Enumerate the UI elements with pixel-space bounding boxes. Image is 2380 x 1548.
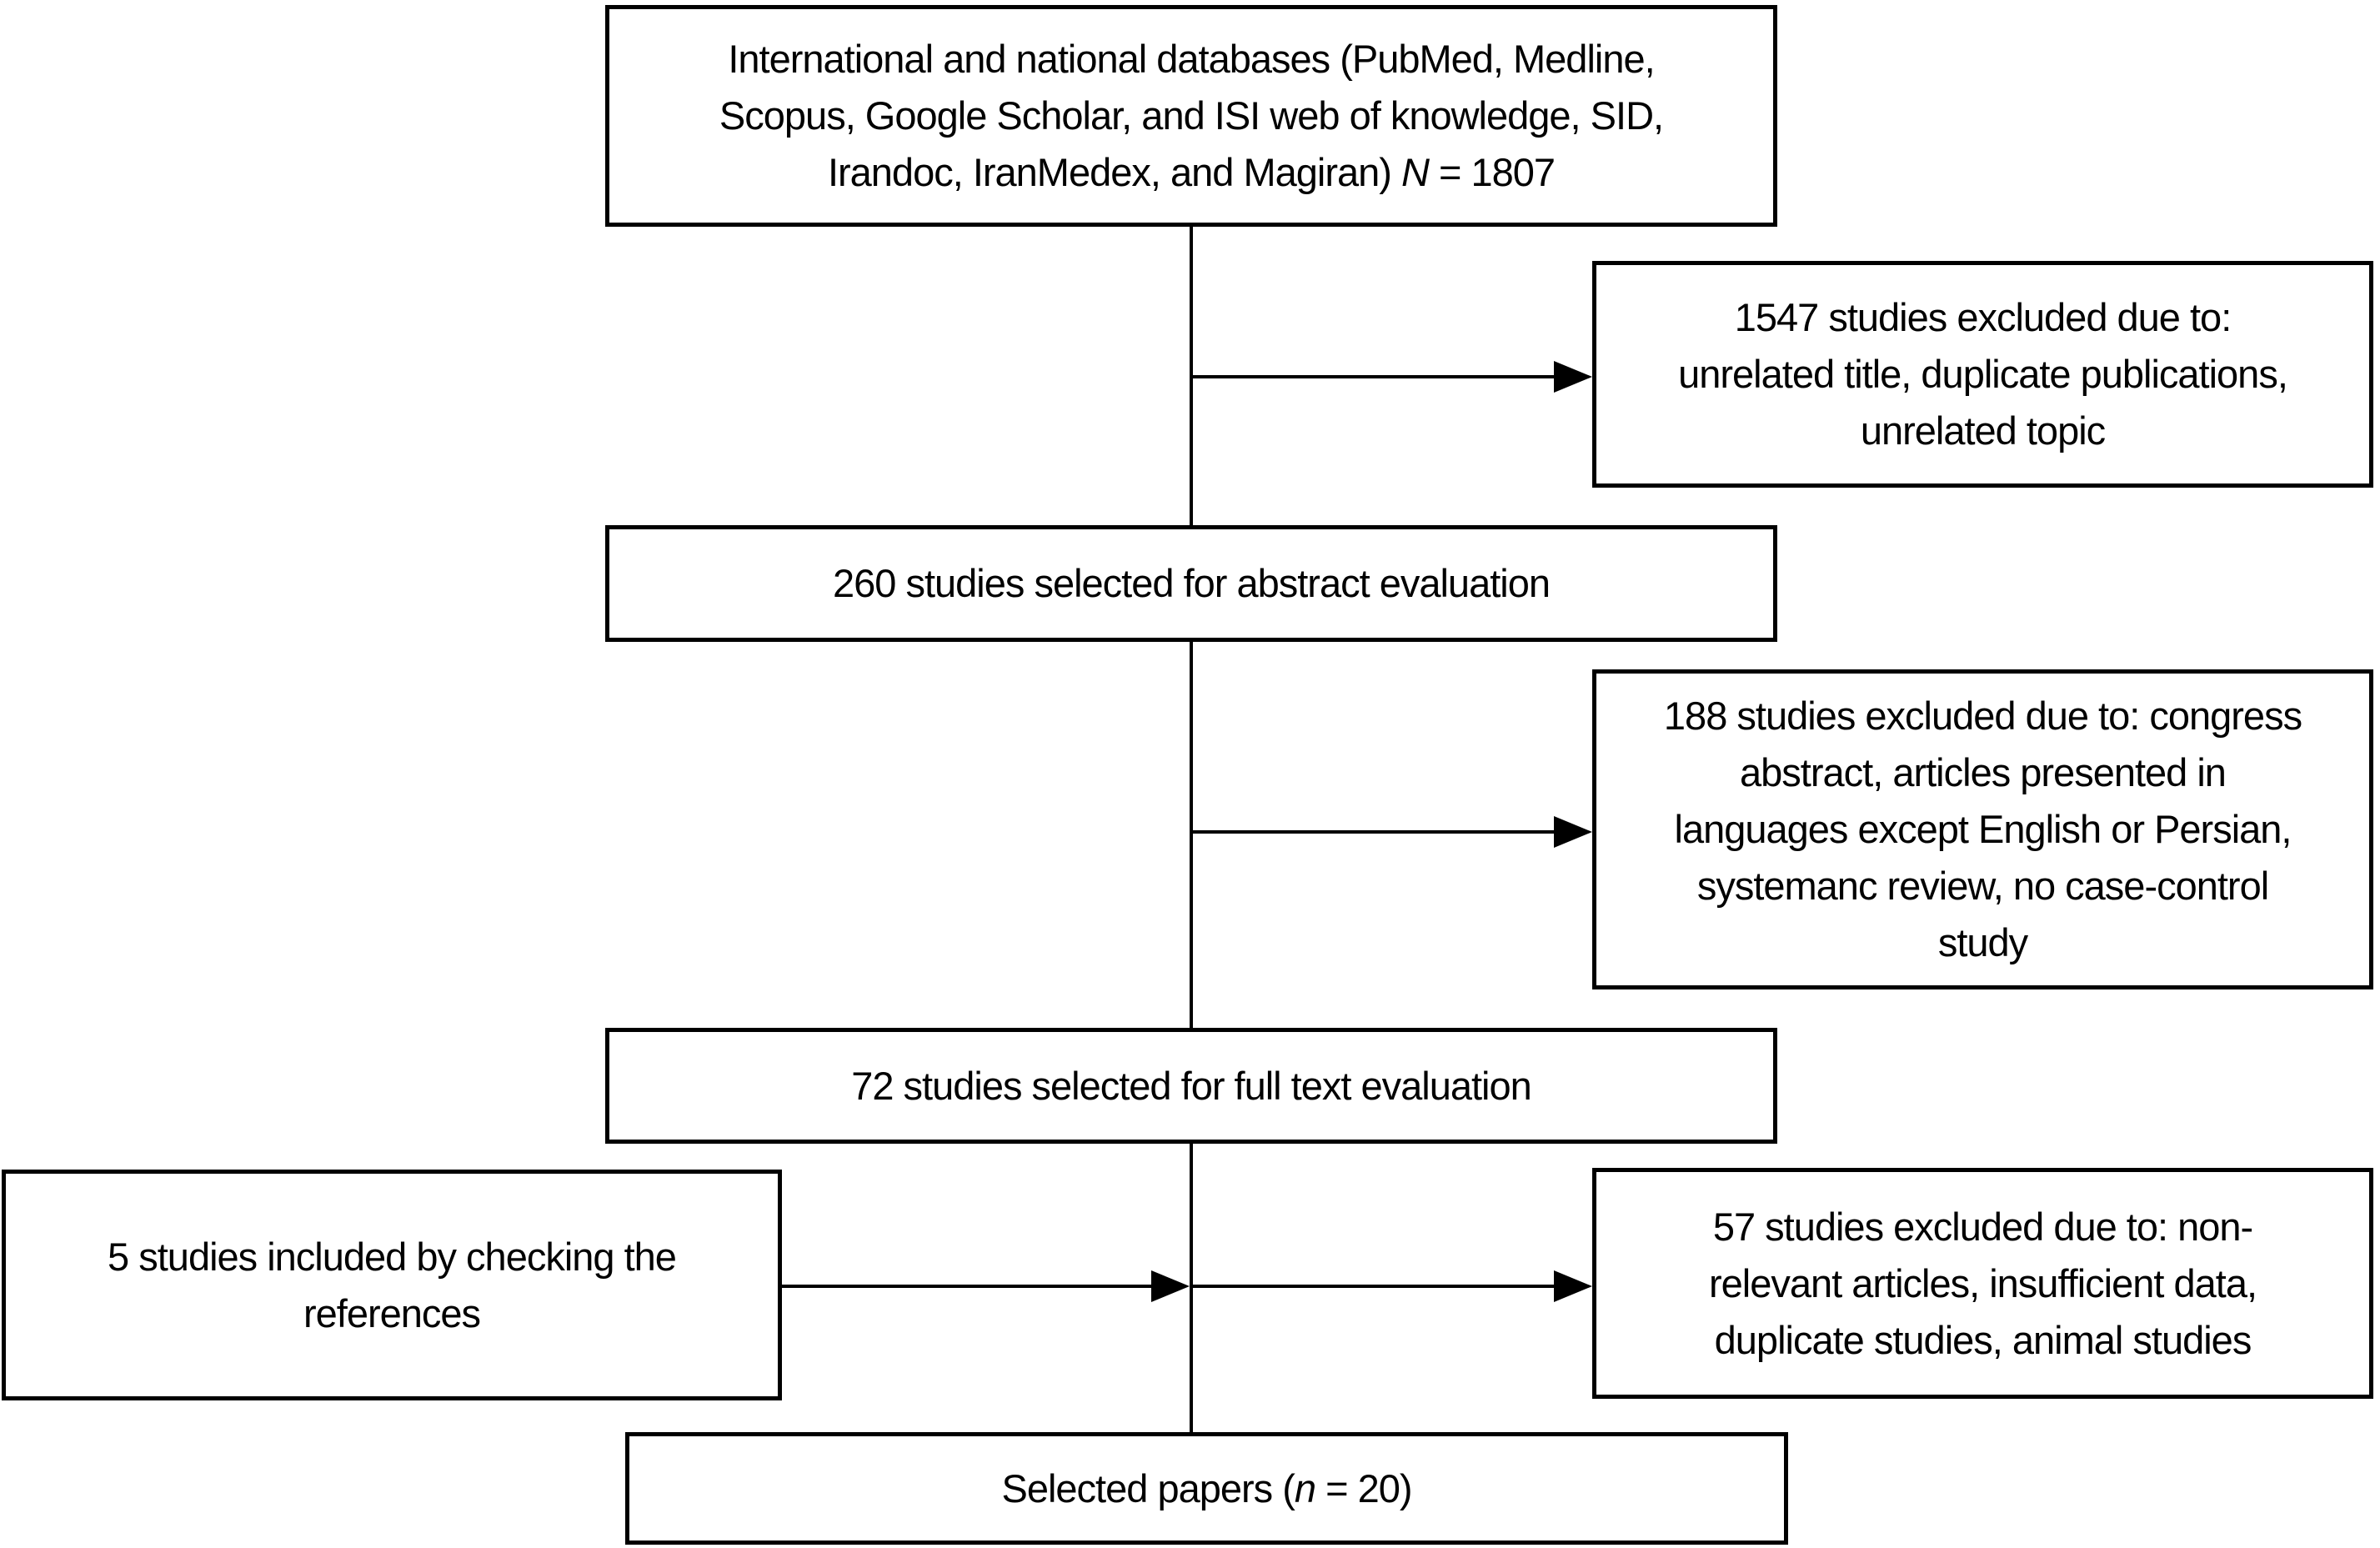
connector-branch-excluded-fulltext [1191, 1285, 1556, 1288]
box-excluded-abstract-line-5: study [1937, 920, 2028, 964]
box-selected-papers: Selected papers (n = 20) [625, 1432, 1788, 1545]
box-selected-papers-pre: Selected papers ( [1001, 1465, 1295, 1510]
box-reference-checking-line-2: references [303, 1290, 481, 1335]
box-excluded-title-line-3: unrelated topic [1860, 408, 2106, 453]
box-excluded-title-line-2: unrelated title, duplicate publications, [1678, 352, 2288, 396]
connector-abstract-to-fulltext [1190, 642, 1193, 1028]
box-excluded-fulltext-line-2: relevant articles, insufficient data, [1708, 1260, 2257, 1305]
box-databases: International and national databases (Pu… [605, 5, 1777, 227]
connector-fulltext-to-selected [1190, 1144, 1193, 1432]
box-excluded-fulltext-screen: 57 studies excluded due to: non- relevan… [1592, 1168, 2373, 1399]
box-selected-papers-post: = 20) [1315, 1465, 1412, 1510]
arrowhead-excluded-fulltext [1554, 1270, 1592, 1302]
connector-references-to-center [782, 1285, 1153, 1288]
box-excluded-title-screen: 1547 studies excluded due to: unrelated … [1592, 261, 2373, 488]
arrowhead-excluded-title [1554, 361, 1592, 393]
box-fulltext-evaluation-line-1: 72 studies selected for full text evalua… [851, 1063, 1532, 1108]
box-abstract-evaluation-line-1: 260 studies selected for abstract evalua… [833, 561, 1551, 605]
box-reference-checking-line-1: 5 studies included by checking the [108, 1234, 677, 1279]
box-databases-line-3: Irandoc, IranMedex, and Magiran) N = 180… [827, 144, 1556, 201]
box-abstract-evaluation: 260 studies selected for abstract evalua… [605, 525, 1777, 642]
box-databases-line-1: International and national databases (Pu… [728, 37, 1655, 81]
connector-branch-excluded-abstract [1191, 830, 1556, 834]
box-excluded-abstract-screen: 188 studies excluded due to: congress ab… [1592, 669, 2373, 989]
box-databases-line-3-post: = 1807 [1428, 150, 1556, 194]
box-reference-checking: 5 studies included by checking the refer… [2, 1170, 782, 1400]
box-databases-line-3-pre: Irandoc, IranMedex, and Magiran) [827, 150, 1401, 194]
box-excluded-abstract-line-4: systemanc review, no case-control [1696, 864, 2269, 908]
box-excluded-title-line-1: 1547 studies excluded due to: [1734, 295, 2232, 339]
box-excluded-abstract-line-1: 188 studies excluded due to: congress [1663, 694, 2302, 738]
box-selected-papers-italic-n: n [1294, 1465, 1316, 1510]
box-selected-papers-line-1: Selected papers (n = 20) [1001, 1460, 1412, 1517]
arrowhead-references-to-center [1151, 1270, 1190, 1302]
box-databases-line-2: Scopus, Google Scholar, and ISI web of k… [719, 93, 1664, 138]
box-excluded-fulltext-line-1: 57 studies excluded due to: non- [1712, 1204, 2253, 1249]
connector-branch-excluded-title [1191, 375, 1556, 378]
box-excluded-abstract-line-3: languages except English or Persian, [1674, 807, 2292, 851]
arrowhead-excluded-abstract [1554, 816, 1592, 848]
box-fulltext-evaluation: 72 studies selected for full text evalua… [605, 1028, 1777, 1144]
box-excluded-fulltext-line-3: duplicate studies, animal studies [1714, 1317, 2252, 1362]
box-databases-italic-N: N [1400, 150, 1430, 194]
box-excluded-abstract-line-2: abstract, articles presented in [1740, 750, 2227, 794]
